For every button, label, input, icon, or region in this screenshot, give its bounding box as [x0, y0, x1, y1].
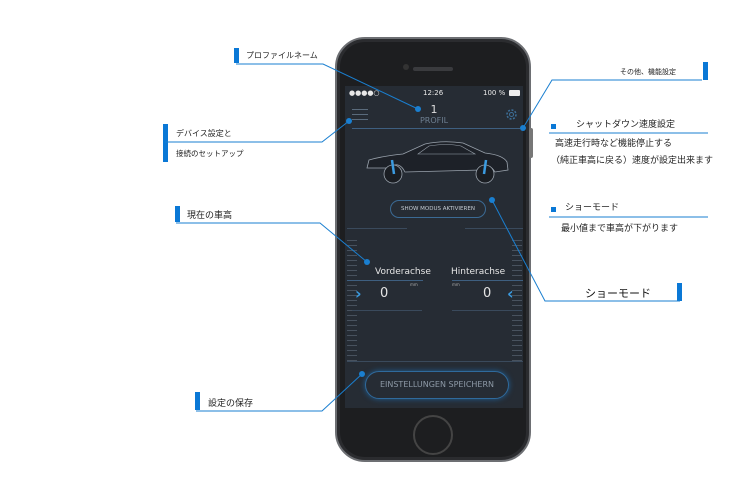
front-axle-unit: mm — [410, 282, 418, 287]
annotation-marker — [175, 206, 180, 222]
annotation-marker — [703, 62, 708, 80]
annotation-current-height: 現在の車高 — [187, 211, 233, 221]
annotation-marker — [163, 124, 168, 162]
front-axle-value: 0 — [380, 286, 389, 301]
front-axle-label: Vorderachse — [375, 267, 431, 277]
status-time: 12:26 — [423, 89, 444, 97]
side-button — [529, 128, 533, 158]
annotation-marker — [677, 283, 682, 301]
divider — [347, 361, 523, 362]
header-divider — [352, 128, 520, 129]
annotation-profile-name: プロファイルネーム — [246, 51, 318, 60]
car-illustration — [366, 141, 509, 184]
annotation-show-mode-title: ショーモード — [565, 203, 620, 213]
annotation-marker — [551, 124, 556, 129]
chevron-left-icon[interactable]: ‹ — [507, 284, 514, 303]
divider — [452, 310, 522, 311]
rear-axle-unit: mm — [452, 282, 460, 287]
front-camera — [403, 64, 409, 70]
divider — [347, 280, 423, 281]
annotation-marker — [195, 392, 200, 410]
annotation-shutdown-desc-2: （純正車高に戻る）速度が設定出来ます — [551, 156, 714, 166]
annotation-shutdown-title: シャットダウン速度設定 — [576, 120, 676, 130]
battery-level: 100 % — [483, 89, 506, 97]
speaker — [413, 67, 453, 71]
home-button[interactable] — [413, 415, 453, 455]
divider — [352, 310, 422, 311]
divider — [465, 228, 523, 229]
annotation-show-mode-big: ショーモード — [585, 287, 651, 300]
save-settings-button[interactable]: EINSTELLUNGEN SPEICHERN — [365, 371, 509, 399]
profile-number[interactable]: 1 — [430, 103, 438, 116]
annotation-device-setup-line1: デバイス設定と — [176, 129, 232, 138]
annotation-marker — [234, 48, 239, 63]
left-height-scale — [347, 236, 357, 361]
annotation-marker — [551, 207, 556, 212]
rear-axle-label: Hinterachse — [451, 267, 506, 277]
show-mode-button[interactable]: SHOW MODUS AKTIVIEREN — [390, 200, 486, 218]
divider — [347, 228, 407, 229]
annotation-save-settings: 設定の保存 — [208, 399, 254, 409]
battery-icon — [509, 90, 520, 96]
app-screen: ●●●●○ 12:26 100 % 1 PROFIL SHOW MODUS AK… — [345, 86, 523, 408]
annotation-device-setup-line2: 接続のセットアップ — [176, 149, 244, 158]
menu-icon[interactable] — [352, 109, 368, 121]
gear-icon[interactable] — [505, 108, 518, 121]
annotation-show-mode-desc: 最小値まで車高が下がります — [561, 224, 679, 234]
chevron-right-icon[interactable]: › — [355, 284, 362, 303]
divider — [452, 280, 523, 281]
signal-indicator: ●●●●○ — [349, 89, 380, 97]
annotation-shutdown-desc-1: 高速走行時など機能停止する — [555, 139, 673, 149]
rear-axle-value: 0 — [483, 286, 492, 301]
annotation-other-settings: その他、機能設定 — [620, 68, 676, 76]
profile-label: PROFIL — [419, 116, 449, 125]
